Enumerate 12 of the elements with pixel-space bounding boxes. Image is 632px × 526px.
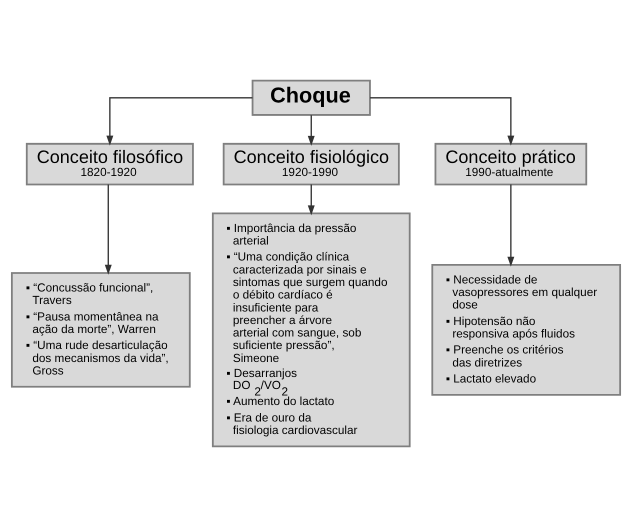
arrow <box>106 96 252 146</box>
arrow <box>370 96 514 146</box>
node-box: ▪ Necessidade de vasopressores em qualquer dose ▪ Hipotensão não responsiva após fluidos ▪ Preenche os critérios das diretrizes ▪ Lactato elevado <box>431 263 622 396</box>
node-box: Choque <box>252 79 371 116</box>
node-box: Conceito fisiológico 1920-1990 <box>222 142 400 185</box>
node-box: Conceito prático 1990-atualmente <box>434 142 588 185</box>
arrow <box>507 184 514 266</box>
arrow <box>308 184 315 215</box>
node-box: ▪ “Concussão funcional”, Travers ▪ “Pausa momentânea na ação da morte”, Warren ▪ “Uma rude desarticulação dos mecanismos da vida”, Gross <box>10 272 191 388</box>
arrow <box>308 114 315 146</box>
node-box: Conceito filosófico 1820-1920 <box>26 142 194 185</box>
arrow <box>104 184 112 274</box>
